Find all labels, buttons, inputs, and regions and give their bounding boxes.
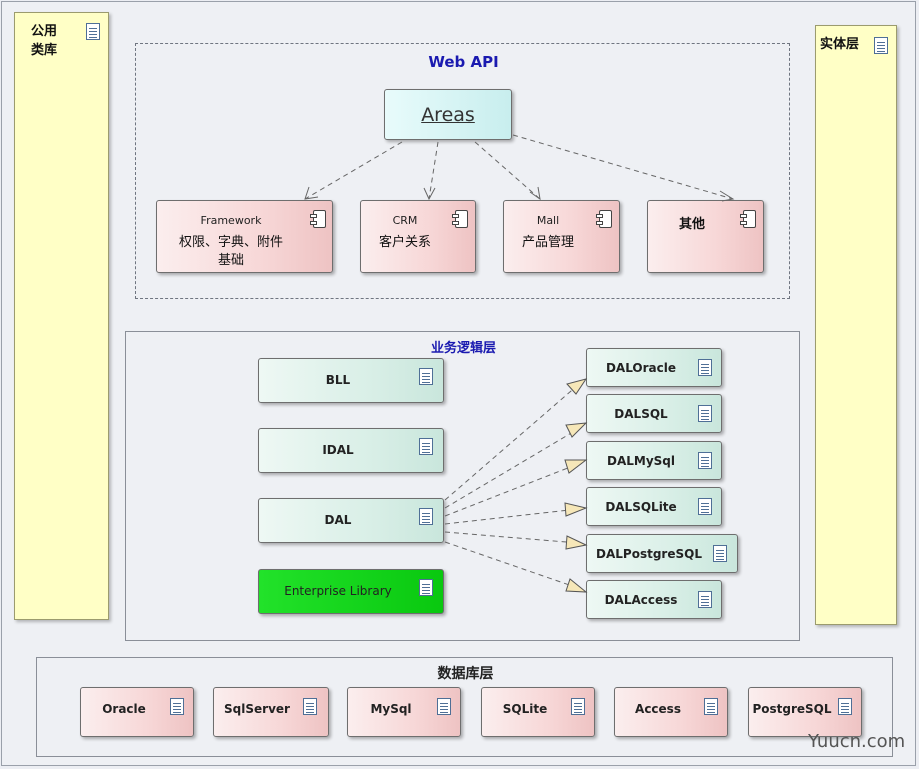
arrow-areas-framework xyxy=(304,141,403,200)
webapi-title: Web API xyxy=(428,53,499,71)
arrowhead-dal-sql xyxy=(565,422,588,438)
webapi-container: Web API xyxy=(135,43,790,299)
business-layer-title: 业务逻辑层 xyxy=(430,341,496,356)
module-other-name: 其他 xyxy=(678,217,705,232)
arrow-dal-sql xyxy=(444,428,579,509)
document-icon xyxy=(713,545,727,562)
dal-oracle-label: DALOracle xyxy=(605,361,677,375)
document-icon xyxy=(698,591,712,608)
document-icon xyxy=(419,368,433,385)
db-mysql-label: MySql xyxy=(370,702,412,716)
module-crm-name: CRM xyxy=(392,214,418,227)
idal-label: IDAL xyxy=(322,443,354,457)
arrow-areas-crm xyxy=(428,141,439,200)
arrowhead-dal-postgresql xyxy=(565,535,588,550)
watermark-text: Yuucn.com xyxy=(808,731,906,752)
component-icon xyxy=(596,210,612,228)
db-access-box[interactable]: Access xyxy=(614,687,728,737)
arrowhead-crm xyxy=(423,187,436,201)
document-icon xyxy=(698,452,712,469)
dal-oracle-box[interactable]: DALOracle xyxy=(586,348,722,387)
enterprise-library-box[interactable]: Enterprise Library xyxy=(258,569,444,614)
document-icon xyxy=(86,23,100,40)
document-icon xyxy=(838,698,852,715)
dal-mysql-label: DALMySql xyxy=(606,454,675,468)
document-icon xyxy=(419,508,433,525)
module-framework-name: Framework xyxy=(200,214,262,227)
module-framework-line1: 权限、字典、附件 xyxy=(178,235,283,250)
db-oracle-box[interactable]: Oracle xyxy=(80,687,194,737)
arrowhead-dal-oracle xyxy=(566,378,588,395)
arrow-dal-access xyxy=(444,541,579,589)
db-sqlserver-box[interactable]: SqlServer xyxy=(213,687,329,737)
arrowhead-dal-mysql xyxy=(564,459,588,474)
db-oracle-label: Oracle xyxy=(102,702,146,716)
dal-postgresql-label: DALPostgreSQL xyxy=(596,547,702,561)
common-library-column: 公用 类库 xyxy=(14,12,109,620)
bll-label: BLL xyxy=(325,373,351,387)
arrow-dal-postgresql xyxy=(444,531,579,544)
dal-access-label: DALAccess xyxy=(604,593,678,607)
db-access-label: Access xyxy=(635,702,681,716)
areas-label: Areas xyxy=(421,104,475,126)
document-icon xyxy=(419,438,433,455)
module-crm-line1: 客户关系 xyxy=(378,235,431,250)
arrowhead-framework xyxy=(304,186,319,200)
db-postgresql-box[interactable]: PostgreSQL xyxy=(748,687,862,737)
component-icon xyxy=(740,210,756,228)
module-other[interactable]: 其他 xyxy=(647,200,764,273)
component-icon xyxy=(310,210,326,228)
common-library-title-line1: 公用 xyxy=(31,24,58,39)
dal-access-box[interactable]: DALAccess xyxy=(586,580,722,619)
document-icon xyxy=(698,498,712,515)
dal-box[interactable]: DAL xyxy=(258,498,444,543)
arrowhead-other xyxy=(719,190,735,202)
dal-sqlite-label: DALSQLite xyxy=(605,500,677,514)
dal-mysql-box[interactable]: DALMySql xyxy=(586,441,722,480)
module-mall[interactable]: Mall 产品管理 xyxy=(503,200,620,273)
entity-layer-column: 实体层 xyxy=(815,25,897,625)
module-framework-line2: 基础 xyxy=(217,253,244,268)
bll-box[interactable]: BLL xyxy=(258,358,444,403)
arrowhead-mall xyxy=(529,186,541,201)
document-icon xyxy=(170,698,184,715)
db-postgresql-label: PostgreSQL xyxy=(752,702,832,716)
document-icon xyxy=(874,37,888,54)
arrow-dal-oracle xyxy=(444,384,579,501)
document-icon xyxy=(571,698,585,715)
arrowhead-dal-access xyxy=(565,578,588,593)
dal-sql-label: DALSQL xyxy=(614,407,668,421)
arrowhead-dal-sqlite xyxy=(564,502,588,517)
dal-sqlite-box[interactable]: DALSQLite xyxy=(586,487,722,526)
document-icon xyxy=(303,698,317,715)
db-sqlserver-label: SqlServer xyxy=(224,702,290,716)
areas-box[interactable]: Areas xyxy=(384,89,512,140)
document-icon xyxy=(704,698,718,715)
enterprise-library-label: Enterprise Library xyxy=(284,584,392,598)
document-icon xyxy=(419,579,433,596)
database-layer-title: 数据库层 xyxy=(437,666,494,682)
arrow-dal-mysql xyxy=(444,463,579,517)
entity-layer-title: 实体层 xyxy=(820,37,860,52)
module-crm[interactable]: CRM 客户关系 xyxy=(360,200,476,273)
document-icon xyxy=(437,698,451,715)
db-sqlite-box[interactable]: SQLite xyxy=(481,687,595,737)
document-icon xyxy=(698,359,712,376)
module-mall-line1: 产品管理 xyxy=(521,235,574,250)
common-library-title-line2: 类库 xyxy=(31,43,58,58)
dal-label: DAL xyxy=(324,513,352,527)
arrow-areas-other xyxy=(512,134,734,200)
idal-box[interactable]: IDAL xyxy=(258,428,444,473)
arrow-dal-sqlite xyxy=(444,508,579,525)
dal-postgresql-box[interactable]: DALPostgreSQL xyxy=(586,534,738,573)
arrow-areas-mall xyxy=(474,141,541,200)
document-icon xyxy=(698,405,712,422)
module-framework[interactable]: Framework 权限、字典、附件 基础 xyxy=(156,200,333,273)
db-sqlite-label: SQLite xyxy=(502,702,548,716)
module-mall-name: Mall xyxy=(536,214,560,227)
component-icon xyxy=(452,210,468,228)
db-mysql-box[interactable]: MySql xyxy=(347,687,461,737)
dal-sql-box[interactable]: DALSQL xyxy=(586,394,722,433)
